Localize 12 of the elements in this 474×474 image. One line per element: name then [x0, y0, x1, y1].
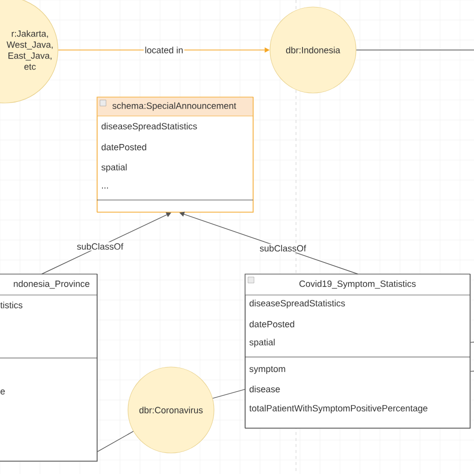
- edge-label: located in: [145, 46, 183, 54]
- class-box: Covid19_Symptom_Statistics diseaseSpreadStatistics datePosted spatial symptom disease totalPatientWithSymptomPositivePercentage: [244, 274, 471, 429]
- circle-node: dbr:Coronavirus: [128, 366, 214, 454]
- edge-label: subClassOf: [260, 244, 306, 252]
- connector-line: [212, 388, 246, 399]
- class-box: schema:SpecialAnnouncement diseaseSpreadStatistics datePosted spatial ...: [96, 96, 254, 213]
- class-box: ndonesia_Province tistics e: [0, 274, 98, 462]
- edge-label: subClassOf: [77, 243, 124, 250]
- connector-line: [470, 342, 474, 343]
- connector-line: [97, 431, 134, 452]
- circle-node: dbr:Indonesia: [270, 6, 356, 94]
- connector-line: [470, 370, 474, 372]
